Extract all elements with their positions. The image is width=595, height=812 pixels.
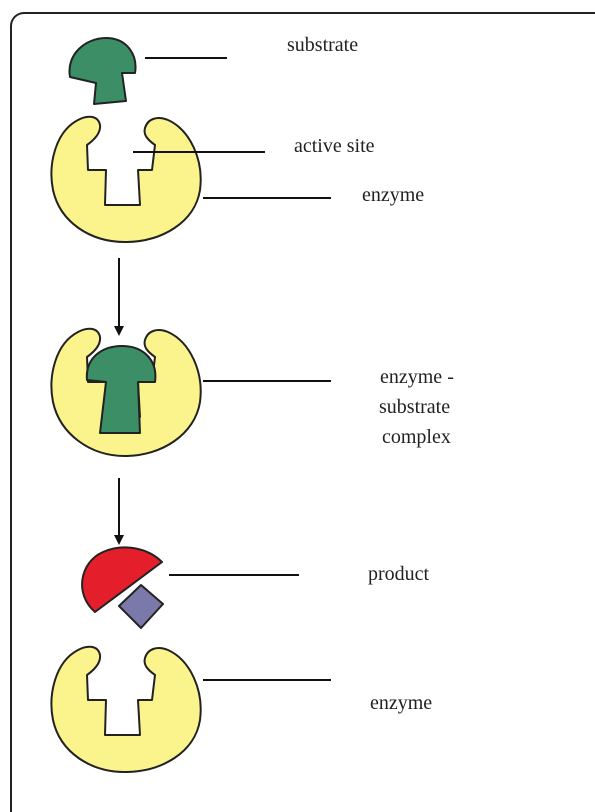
label-complex-line1: enzyme - [380, 366, 454, 388]
enzyme-shape-bottom [50, 645, 202, 773]
product-half-circle [81, 546, 163, 613]
enzyme-shape-top [50, 115, 202, 243]
label-substrate: substrate [287, 34, 359, 56]
substrate-shape [68, 37, 137, 105]
label-enzyme-top: enzyme [362, 184, 425, 206]
label-active-site: active site [294, 135, 375, 157]
substrate-in-active-site [85, 345, 157, 434]
label-enzyme-bottom: enzyme [370, 692, 433, 714]
label-product: product [368, 563, 430, 585]
label-complex-line3: complex [382, 426, 451, 448]
label-complex-line2: substrate [379, 396, 451, 418]
diagram-frame [10, 12, 595, 812]
product-square [118, 584, 164, 629]
